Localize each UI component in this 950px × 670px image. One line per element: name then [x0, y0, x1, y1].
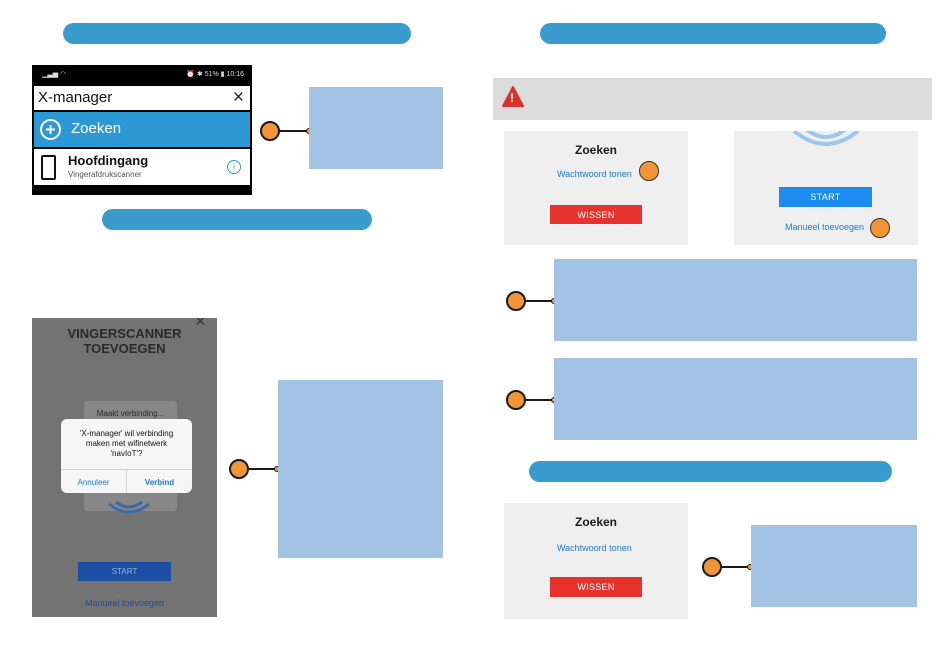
manual-add-link[interactable]: Manueel toevoegen [785, 222, 865, 232]
start-button[interactable]: START [779, 187, 872, 207]
callout-line [525, 399, 553, 401]
fingerprint-icon [104, 498, 154, 525]
cancel-button[interactable]: Annuleer [77, 478, 110, 487]
panel-title: Zoeken [574, 515, 617, 529]
info-icon[interactable]: i [227, 160, 241, 174]
callout-marker [506, 291, 526, 311]
status-bar: ▁▃▅ ◠ ⏰ ✱ 51% ▮ 10:16 [32, 65, 252, 83]
warning-icon: ! [502, 86, 524, 113]
phone-device-icon [41, 155, 56, 180]
result-list-item[interactable]: Hoofdingang Vingerafdrukscanner i [34, 149, 250, 185]
warning-bar: ! [493, 78, 932, 120]
dialog-message: 'X-manager' wil verbinding maken met wif… [79, 429, 174, 458]
callout-text-box [278, 380, 443, 558]
callout-text-box [751, 525, 917, 607]
warning-glyph: ! [510, 91, 514, 105]
screen-title: VINGERSCANNER TOEVOEGEN [32, 326, 217, 356]
search-action-button[interactable]: Zoeken [34, 112, 250, 147]
dialog-divider [126, 469, 127, 493]
show-password-link[interactable]: Wachtwoord tonen [557, 543, 632, 553]
callout-line [248, 468, 276, 470]
callout-text-box [309, 87, 443, 169]
add-scanner-screenshot: × VINGERSCANNER TOEVOEGEN Maakt verbindi… [32, 318, 217, 617]
callout-text-box [554, 259, 917, 341]
plus-circle-icon [40, 119, 61, 140]
result-title: Hoofdingang [68, 153, 149, 168]
section-header-bar [529, 461, 892, 482]
callout-marker [506, 390, 526, 410]
fingerprint-icon [786, 131, 866, 158]
callout-line [279, 130, 307, 132]
start-button[interactable]: START [78, 562, 171, 581]
search-panel: Zoeken Wachtwoord tonen WISSEN [504, 503, 688, 619]
section-header-bar [102, 209, 372, 230]
wifi-permission-dialog: 'X-manager' wil verbinding maken met wif… [61, 419, 192, 493]
callout-marker [702, 557, 722, 577]
phone-screenshot: ▁▃▅ ◠ ⏰ ✱ 51% ▮ 10:16 X-manager × Zoeken… [32, 65, 252, 195]
section-header-bar [540, 23, 886, 44]
clear-button[interactable]: WISSEN [550, 577, 642, 597]
callout-line [525, 300, 553, 302]
clear-button[interactable]: WISSEN [550, 205, 642, 224]
callout-marker [639, 161, 659, 181]
callout-marker [870, 218, 890, 238]
callout-text-box [554, 358, 917, 440]
panel-title: Zoeken [574, 143, 617, 157]
search-panel: Zoeken Wachtwoord tonen WISSEN [504, 131, 688, 245]
status-indicators: ⏰ ✱ 51% ▮ 10:16 [186, 71, 244, 78]
callout-line [721, 566, 749, 568]
signal-icon: ▁▃▅ ◠ [42, 71, 67, 78]
search-input[interactable]: X-manager [38, 89, 113, 106]
callout-marker [229, 459, 249, 479]
search-field[interactable]: X-manager × [34, 86, 250, 110]
screen-title-line: TOEVOEGEN [83, 341, 166, 356]
section-header-bar [63, 23, 411, 44]
connecting-text: Maakt verbinding... [96, 409, 165, 418]
manual-add-link[interactable]: Manueel toevoegen [84, 598, 165, 608]
callout-marker [260, 121, 280, 141]
result-subtitle: Vingerafdrukscanner [68, 170, 142, 179]
show-password-link[interactable]: Wachtwoord tonen [557, 169, 632, 179]
close-icon[interactable]: × [232, 87, 244, 108]
close-icon[interactable]: × [195, 318, 206, 331]
start-panel: START Manueel toevoegen [734, 131, 918, 245]
search-action-label: Zoeken [71, 120, 122, 137]
screen-title-line: VINGERSCANNER [67, 326, 182, 341]
connect-button[interactable]: Verbind [144, 478, 175, 487]
